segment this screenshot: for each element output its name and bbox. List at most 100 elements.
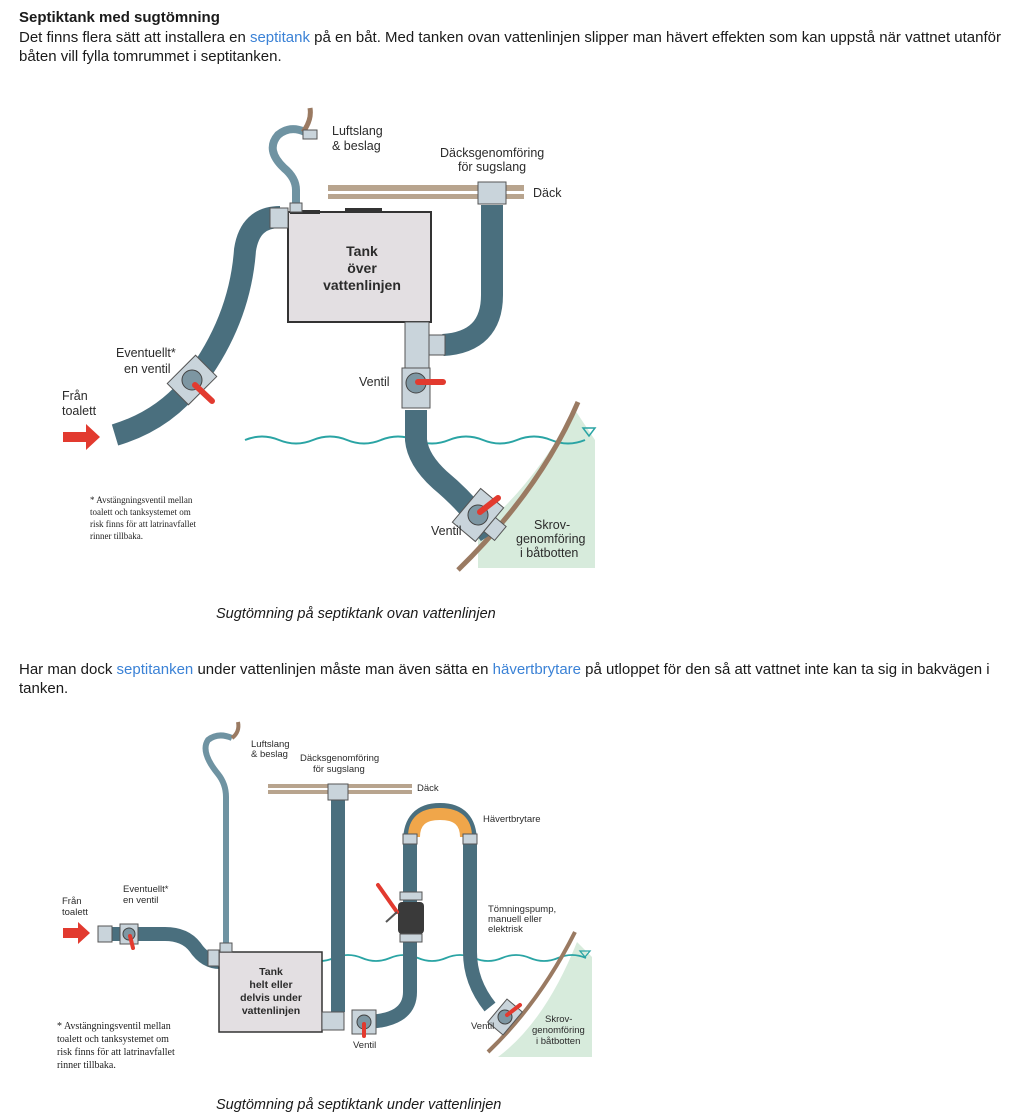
deck-fitting-label-1: Däcksgenomföring xyxy=(440,146,544,160)
deck-board-top xyxy=(328,185,524,191)
hull-fitting-label-2: genomföring xyxy=(516,532,586,546)
caption-below-waterline: Sugtömning på septiktank under vattenlin… xyxy=(216,1097,502,1113)
tank-vent-connector xyxy=(219,942,233,953)
inlet-valve-handle xyxy=(128,934,135,950)
tank-inlet-connector xyxy=(207,949,220,967)
siphon-paragraph: Har man dock septitanken under vattenlin… xyxy=(19,660,1004,698)
inlet-valve-handle xyxy=(192,382,215,404)
siphon-text-3: på utloppet för den så att vattnet inte … xyxy=(19,661,990,697)
deck-fitting xyxy=(327,783,349,801)
tank-flange-left xyxy=(290,210,320,214)
suction-hose xyxy=(441,205,503,356)
hull-fitting-label-1: Skrov- xyxy=(534,518,570,532)
pump-body xyxy=(398,902,424,934)
footnote-line-1: * Avstängningsventil mellan xyxy=(57,1021,171,1032)
inlet-hose xyxy=(111,206,281,446)
hull-line xyxy=(456,401,581,572)
havertbrytare-link[interactable]: hävertbrytare xyxy=(492,661,582,678)
caption-above-waterline: Sugtömning på septiktank ovan vattenlinj… xyxy=(216,606,496,622)
from-toilet-label-1: Från xyxy=(62,896,82,907)
vent-clamp xyxy=(302,129,318,140)
footnote-line-2: toalett och tanksystemet om xyxy=(90,507,191,517)
tank xyxy=(287,211,432,323)
hull-valve-label: Ventil xyxy=(471,1021,494,1032)
deck-fitting-label-1: Däcksgenomföring xyxy=(300,753,379,764)
tank-label-4: vattenlinjen xyxy=(242,1005,300,1017)
deck-fitting-label-2: för sugslang xyxy=(313,764,365,775)
hull-fitting-label-3: i båtbotten xyxy=(536,1036,580,1047)
optional-valve-label-2: en ventil xyxy=(123,895,158,906)
tee-piece xyxy=(404,321,430,371)
from-toilet-label-2: toalett xyxy=(62,404,97,418)
vent-label-1: Luftslang xyxy=(332,124,383,138)
footnote-line-3: risk finns för att latrinavfallet xyxy=(57,1047,175,1058)
siphon-clamp-right xyxy=(462,833,478,845)
siphon-breaker xyxy=(408,807,472,838)
hull-line xyxy=(486,931,577,1054)
inlet-fitting xyxy=(97,925,113,943)
water-area xyxy=(498,942,592,1057)
tank-label-1: Tank xyxy=(346,243,378,259)
waterline-marker-icon xyxy=(581,427,597,438)
siphon-text-2: under vattenlinjen måste man även sätta … xyxy=(193,661,493,678)
pump-label-1: Tömningspump, xyxy=(488,904,556,915)
siphon-text-1: Har man dock xyxy=(19,661,117,678)
septitank-link[interactable]: septitank xyxy=(249,29,310,46)
hull-fitting-label-3: i båtbotten xyxy=(520,546,578,560)
tank-label-1: Tank xyxy=(259,966,283,978)
lower-valve-label: Ventil xyxy=(431,524,462,538)
inflow-arrow-icon xyxy=(63,922,90,944)
septitanken-link[interactable]: septitanken xyxy=(116,661,194,678)
inlet-hose xyxy=(100,927,221,969)
deck-fitting-label-2: för sugslang xyxy=(458,160,526,174)
pump-connector-top xyxy=(399,891,423,901)
bottom-tee xyxy=(321,1011,345,1031)
hull-valve-handle xyxy=(505,1003,522,1017)
siphon-breaker-label: Hävertbrytare xyxy=(483,814,541,825)
vent-outlet xyxy=(300,107,313,134)
deck-board-bottom xyxy=(328,194,524,199)
tank-label-2: över xyxy=(347,260,377,276)
upper-valve-label: Ventil xyxy=(359,375,390,389)
pump-label-3: elektrisk xyxy=(488,924,523,935)
tank-flange-right xyxy=(345,208,382,212)
from-toilet-label-1: Från xyxy=(62,389,88,403)
tank-label-3: delvis under xyxy=(240,992,302,1004)
optional-valve-label-1: Eventuellt* xyxy=(123,884,169,895)
intro-text-2: på en båt. Med tanken ovan vattenlinjen … xyxy=(19,29,1001,65)
footnote-line-3: risk finns för att latrinavfallet xyxy=(90,519,196,529)
footnote-line-2: toalett och tanksystemet om xyxy=(57,1034,169,1045)
intro-text-1: Det finns flera sätt att installera en xyxy=(19,29,250,46)
tee-outlet xyxy=(428,334,446,356)
vent-connector xyxy=(289,202,303,213)
footnote-line-4: rinner tillbaka. xyxy=(90,531,143,541)
section-heading: Septiktank med sugtömning xyxy=(19,9,220,26)
tank-label-3: vattenlinjen xyxy=(323,277,401,293)
from-toilet-label-2: toalett xyxy=(62,907,88,918)
hull-fitting xyxy=(483,516,507,542)
diagram-tank-below-waterline: Luftslang & beslag Däcksgenomföring för … xyxy=(57,721,592,1071)
hull-fitting-label-2: genomföring xyxy=(532,1025,585,1036)
vent-outlet xyxy=(230,721,241,740)
pump-connector-bottom xyxy=(399,933,423,943)
pump-handle xyxy=(376,883,399,914)
deck-label: Däck xyxy=(533,186,562,200)
tank xyxy=(218,951,323,1033)
lower-valve-handle xyxy=(477,495,501,515)
bottom-valve-label: Ventil xyxy=(353,1040,376,1051)
tank-label-2: helt eller xyxy=(249,979,292,991)
pump-lever-base xyxy=(385,911,398,923)
deck-fitting xyxy=(477,181,507,205)
vent-hose xyxy=(268,125,307,208)
vent-label-1: Luftslang xyxy=(251,739,290,750)
deck-label: Däck xyxy=(417,783,439,794)
vent-label-2: & beslag xyxy=(251,749,288,760)
inflow-arrow-icon xyxy=(63,424,100,450)
optional-valve-label-2: en ventil xyxy=(124,362,171,376)
vent-label-2: & beslag xyxy=(332,139,381,153)
intro-paragraph: Det finns flera sätt att installera en s… xyxy=(19,28,1004,66)
vent-hose xyxy=(202,732,234,947)
optional-valve-label-1: Eventuellt* xyxy=(116,346,176,360)
inlet-connector xyxy=(269,207,289,229)
footnote-line-1: * Avstängningsventil mellan xyxy=(90,495,193,505)
